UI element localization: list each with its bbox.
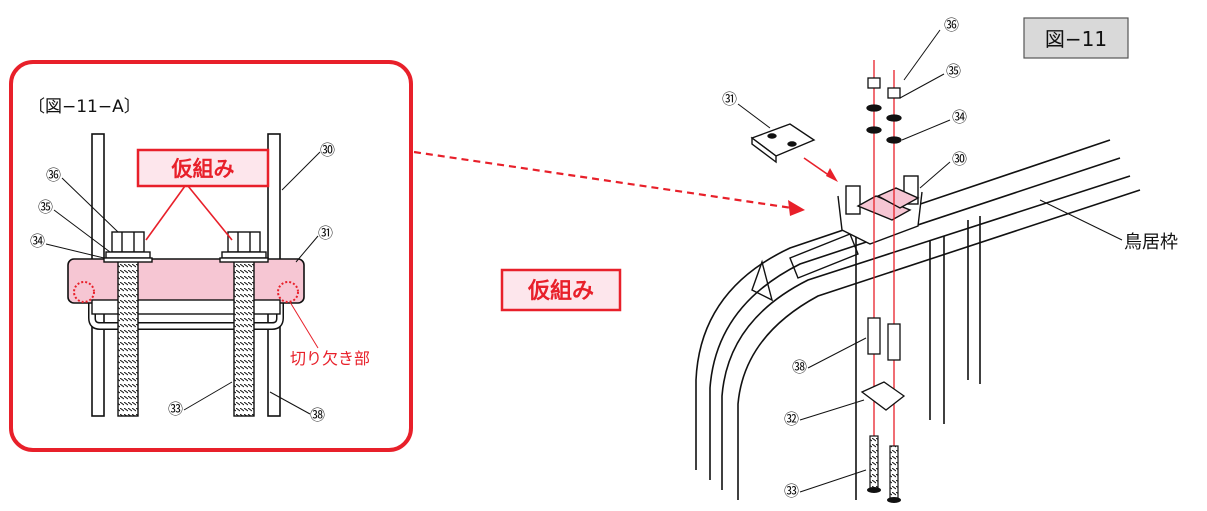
inset-notch-label: 切り欠き部 — [290, 349, 370, 368]
main-callout-33: ㉝ — [784, 482, 799, 500]
main-callout-34: ㉞ — [952, 108, 967, 126]
nut-washer-right — [219, 231, 269, 263]
nut-washer-left — [103, 231, 153, 263]
lower-plate — [91, 299, 281, 315]
part-32 — [860, 381, 906, 411]
main-callout-36: ㊱ — [944, 16, 959, 34]
inset-temp-box — [136, 148, 270, 188]
inset-callout-31: ㉛ — [318, 224, 333, 242]
inset-callout-33: ㉝ — [168, 400, 183, 418]
notch-left — [73, 281, 95, 303]
main-callout-30: ㉚ — [952, 150, 967, 168]
main-callout-32: ㉜ — [784, 410, 799, 428]
bracket-30 — [837, 175, 923, 245]
main-callout-38: ㊳ — [792, 358, 807, 376]
figure-label: 図−11 — [1045, 27, 1107, 51]
inset-callout-38: ㊳ — [310, 406, 325, 424]
bolt-left — [117, 235, 139, 417]
bolt-33-right — [889, 445, 899, 499]
inset-callout-35: ㉟ — [38, 198, 53, 216]
frame-label: 鳥居枠 — [1124, 232, 1178, 253]
middle-temp-box — [500, 268, 622, 312]
plate-31-part — [750, 123, 816, 164]
inset-frame — [9, 60, 413, 452]
dashed-arrow — [413, 150, 793, 210]
inset-callout-36: ㊱ — [46, 166, 61, 184]
inset-callout-30: ㉚ — [320, 141, 335, 159]
inset-temp-label: 仮組み — [171, 157, 235, 181]
inset-title: 〔図−11−A〕 — [28, 97, 141, 117]
bolt-right — [233, 235, 255, 417]
spacers-38 — [867, 317, 901, 361]
bolt-33-left — [869, 435, 879, 489]
main-callout-35: ㉟ — [946, 62, 961, 80]
notch-right — [277, 281, 299, 303]
plate-31 — [67, 258, 305, 304]
figure-label-box — [1023, 17, 1129, 59]
torii-frame — [695, 139, 1141, 500]
inset-callout-34: ㉞ — [30, 232, 45, 250]
main-callout-31: ㉛ — [722, 90, 737, 108]
middle-temp-label: 仮組み — [527, 278, 594, 304]
nuts-top — [866, 77, 902, 144]
